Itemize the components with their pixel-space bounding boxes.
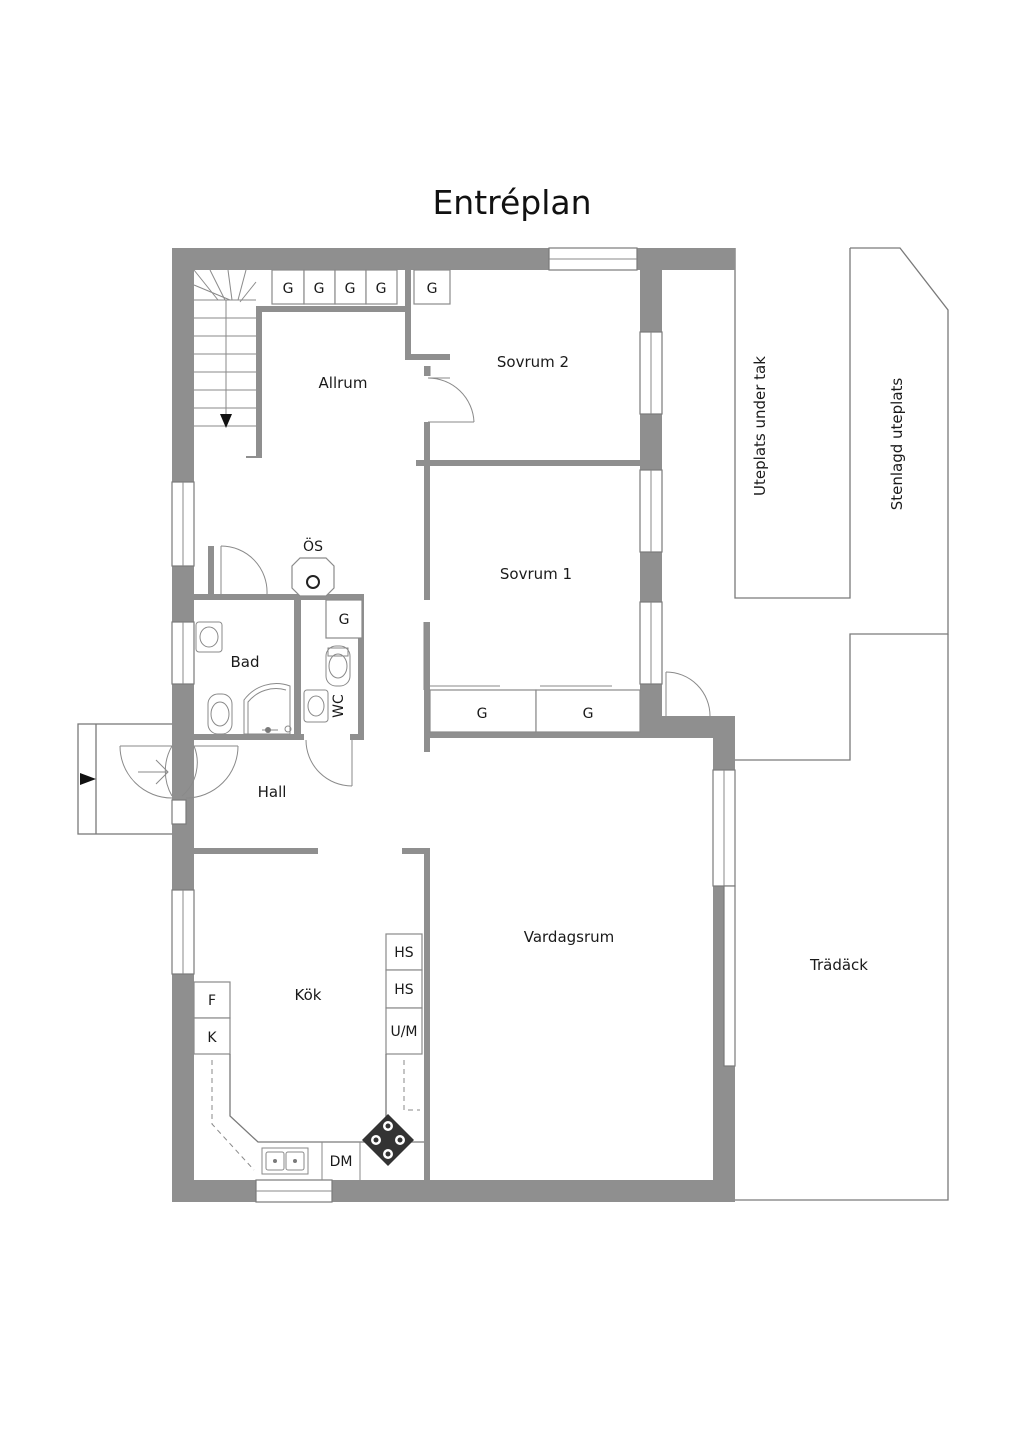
kitchen-fixtures: HS HS U/M F K DM (193, 933, 424, 1180)
freezer (193, 1017, 231, 1055)
staircase (193, 269, 257, 456)
wardrobes: G G G G G G G G (271, 269, 641, 733)
interior-walls (194, 270, 642, 1180)
wall-wc-bottom (350, 734, 364, 740)
entrance-sidelight (171, 799, 187, 825)
toilet-wc-icon (325, 645, 351, 687)
wardrobe-sovrum2 (413, 269, 451, 305)
wall-bath-door-jamb (208, 546, 214, 600)
door-patio-swing (665, 671, 711, 717)
dishwasher-label: DM (330, 1154, 353, 1170)
counter-edge (229, 1054, 424, 1143)
hs-label: HS (394, 982, 414, 998)
stair-direction-arrow-icon (220, 414, 232, 428)
covered-patio-outline (734, 248, 851, 599)
room-label-sovrum2: Sovrum 2 (497, 353, 569, 371)
entrance-door-outer (164, 745, 173, 797)
wall-wc-east (358, 594, 364, 740)
cabinet-hs-1 (385, 933, 423, 971)
fridge-label: F (208, 993, 216, 1009)
um-label: U/M (390, 1024, 417, 1040)
room-label-uteplats-under-tak: Uteplats under tak (751, 356, 769, 496)
room-labels: Allrum Sovrum 2 Sovrum 1 Bad Hall Kök Va… (230, 353, 906, 1004)
wardrobe-allrum-2 (303, 269, 336, 305)
water-heater-label: ÖS (303, 537, 323, 555)
stove-icon (362, 1114, 414, 1166)
upper-cabinet-dash (211, 1060, 255, 1171)
upper-cabinet-dash (403, 1060, 420, 1111)
wardrobe-label: G (427, 281, 438, 297)
freezer-label: K (207, 1030, 217, 1046)
room-label-hall: Hall (258, 783, 287, 801)
oven-microwave (385, 1007, 423, 1055)
room-label-stenlagd-uteplats: Stenlagd uteplats (888, 378, 906, 511)
wall-bath-wc (294, 594, 301, 740)
hs-label: HS (394, 945, 414, 961)
wall-door-jamb-top (424, 366, 430, 376)
wardrobe-allrum-4 (365, 269, 398, 305)
deck-outline (735, 634, 949, 1201)
shower-icon (243, 683, 291, 735)
outdoor-areas (77, 247, 949, 1201)
wall-hall-kitchen-left (194, 848, 318, 854)
windows (171, 247, 736, 1203)
stone-patio-outline (735, 247, 949, 761)
wall-sovrum1-south (424, 732, 642, 738)
doors (119, 366, 711, 799)
wc-label: WC (331, 694, 347, 718)
wall-sovrum1-west (424, 622, 430, 752)
room-label-bad: Bad (230, 653, 259, 671)
room-label-vardagsrum: Vardagsrum (524, 928, 615, 946)
wall-between-bedrooms (416, 460, 642, 466)
wardrobe-label: G (477, 706, 488, 722)
wall-west (172, 248, 194, 1202)
wardrobe-label: G (339, 612, 350, 628)
wardrobe-sovrum1-right (535, 689, 641, 733)
wardrobe-label: G (345, 281, 356, 297)
wall-bath-bottom (194, 734, 304, 740)
plan-title: Entréplan (432, 183, 591, 222)
sink-wc-icon (303, 689, 329, 723)
door-bad-swing (220, 545, 268, 595)
room-label-allrum: Allrum (319, 374, 368, 392)
wardrobe-label: G (314, 281, 325, 297)
room-label-tradack: Trädäck (809, 956, 868, 974)
sink-bad-icon (195, 621, 223, 653)
wall-allrum-east-lower (424, 422, 430, 600)
wall-bath-top (194, 594, 364, 600)
wardrobe-hall (325, 599, 363, 639)
wall-allrum-east-upper (405, 270, 411, 360)
wardrobe-label: G (283, 281, 294, 297)
room-label-kok: Kök (295, 986, 322, 1004)
door-sovrum2-swing (427, 377, 475, 423)
wall-east-step (640, 716, 735, 738)
kitchen-sink-icon (261, 1147, 309, 1175)
wall-sovrum2-jamb (405, 354, 450, 360)
room-label-sovrum1: Sovrum 1 (500, 565, 572, 583)
entrance-arrow-head-icon (155, 759, 169, 785)
entrance-arrow-icon (80, 773, 96, 785)
wardrobe-allrum-3 (334, 269, 367, 305)
patio-door-vardagsrum (723, 885, 736, 1067)
toilet-bad-icon (207, 693, 233, 735)
entrance-door-swing (181, 745, 198, 797)
wardrobe-label: G (583, 706, 594, 722)
wall-stair-side (256, 306, 262, 458)
bathroom-fixtures: WC (195, 621, 351, 735)
wall-allrum-top (260, 306, 410, 312)
wall-hall-kitchen-right (402, 848, 430, 854)
door-wc-swing (305, 739, 353, 787)
wall-kitchen-living (424, 848, 430, 1180)
wardrobe-label: G (376, 281, 387, 297)
water-heater: ÖS (291, 537, 335, 597)
wardrobe-allrum-1 (271, 269, 305, 305)
